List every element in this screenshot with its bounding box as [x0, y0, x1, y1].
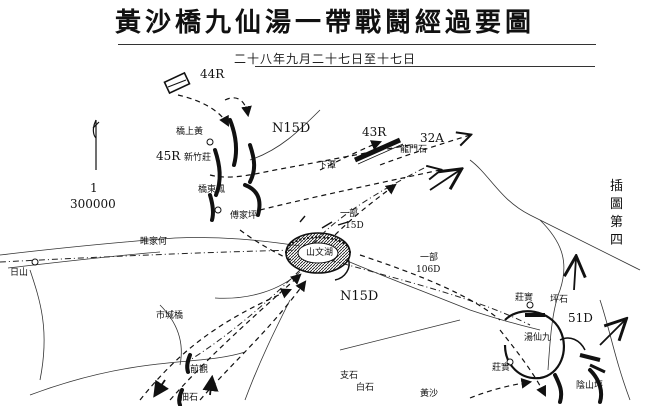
map-labels: 44R 43R 32A 45R N15D N15D 一部 15D 一部 106D… — [10, 67, 603, 403]
label-zhenshi2: 莊實 — [492, 361, 510, 373]
label-15d: 15D — [345, 221, 364, 231]
label-fujiaping: 傅家坪 — [230, 209, 257, 221]
label-jujiaxi: 睢家何 — [140, 235, 167, 247]
label-44r: 44R — [200, 67, 225, 81]
label-riyue: 日山 — [10, 267, 28, 278]
roads — [0, 164, 531, 361]
label-n15d-mid: N15D — [340, 289, 378, 304]
label-shanwenhu: 山文湖 — [306, 246, 333, 258]
label-zhenshi: 莊實 — [515, 291, 533, 303]
label-45r: 45R — [156, 149, 181, 163]
title-underline — [118, 44, 596, 45]
encircled-jiuxiantang — [503, 310, 606, 380]
label-n15d-top: N15D — [272, 121, 310, 136]
plate-char-4: 四 — [610, 233, 623, 248]
label-qianguan: 前觀 — [190, 363, 208, 375]
label-zhishi: 支石 — [340, 369, 358, 381]
label-part-15: 一部 — [340, 207, 358, 219]
label-43r: 43R — [362, 125, 387, 139]
plate-char-1: 插 — [610, 179, 623, 194]
map-date: 二十八年九月二十七日至十七日 — [233, 52, 416, 66]
place-markers — [31, 138, 534, 366]
label-32a: 32A — [420, 131, 444, 145]
unit-44r-symbol — [163, 71, 191, 95]
label-qiaodongfeng: 橋東鳳 — [198, 183, 225, 195]
label-huangyang: 黃沙 — [420, 387, 438, 399]
date-underline — [255, 66, 595, 67]
unit-15d-symbols — [299, 215, 349, 229]
label-xinzhuang: 新竹莊 — [184, 151, 211, 163]
scale-denominator: 300000 — [70, 197, 116, 211]
label-jiuxian-hill: 坪石 — [550, 294, 568, 305]
label-51d: 51D — [568, 311, 593, 325]
encircled-town — [285, 232, 351, 281]
attack-arrows — [153, 170, 625, 398]
plate-char-3: 第 — [610, 215, 623, 230]
scale-one: 1 — [90, 181, 98, 195]
label-baishi: 白石 — [356, 381, 374, 393]
label-shichengqiao: 市城橋 — [156, 309, 183, 321]
label-106d: 106D — [416, 265, 440, 275]
label-yinshan: 陰山坪 — [576, 379, 603, 391]
label-youshi: 佃石 — [180, 391, 198, 403]
label-longmenshi: 龍門石 — [400, 143, 427, 155]
plate-char-2: 圖 — [610, 197, 623, 212]
label-part-106: 一部 — [420, 251, 438, 263]
plate-label: 插 圖 第 四 — [610, 179, 623, 248]
unit-43r-bar — [353, 137, 404, 165]
label-xiamen: 下潭 — [318, 160, 336, 171]
front-lines — [177, 118, 604, 406]
map-title: 黃沙橋九仙湯一帶戰鬪經過要圖 — [114, 8, 535, 38]
label-jiuxiantang: 湯仙九 — [524, 331, 551, 343]
label-qiaoshanghuang: 橋上黃 — [176, 125, 203, 137]
north-arrow — [92, 119, 100, 170]
